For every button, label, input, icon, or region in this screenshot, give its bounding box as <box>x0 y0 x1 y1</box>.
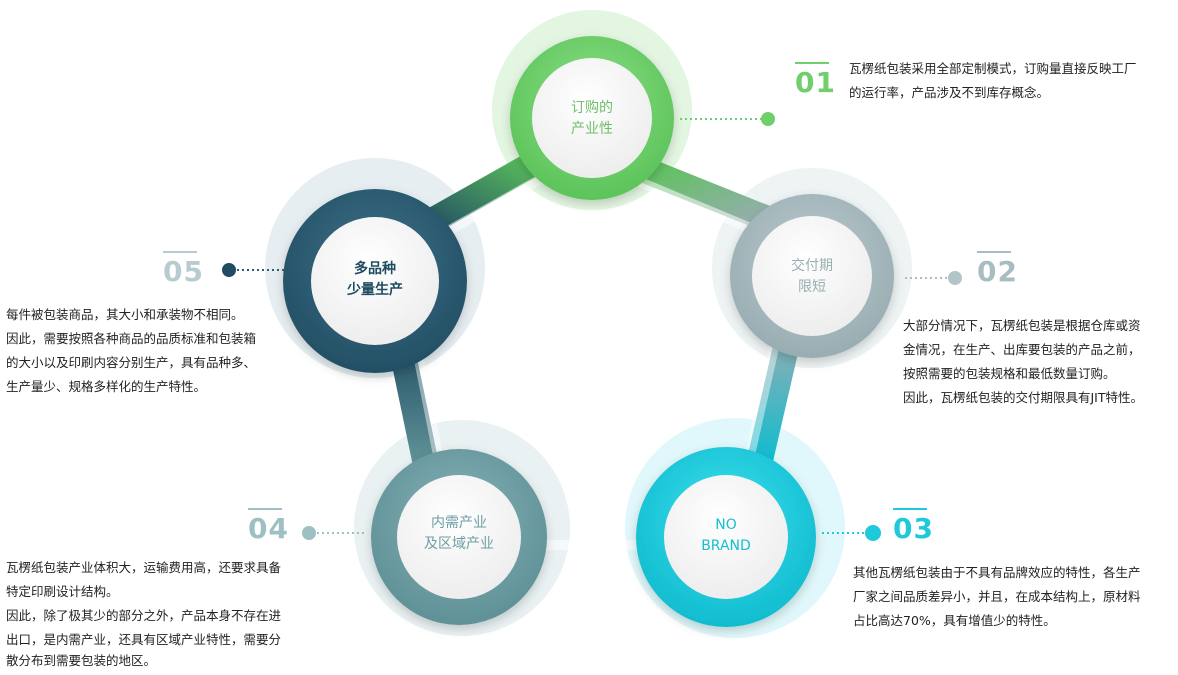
leader-dot-01 <box>761 112 775 126</box>
node-label-05-line1: 多品种 <box>354 261 396 277</box>
leader-dot-04 <box>302 526 316 540</box>
connector-highlight-01-02 <box>635 177 765 237</box>
node-label-03-line2: BRAND <box>701 538 751 554</box>
step-number-04: 04 <box>248 508 288 544</box>
step-number-05: 05 <box>163 251 203 287</box>
node-label-04-line1: 内需产业 <box>431 515 487 531</box>
step-desc-04-line: 特定印刷设计结构。 <box>6 584 119 599</box>
step-number-02-text: 02 <box>977 255 1018 288</box>
leaders <box>232 118 952 534</box>
node-05 <box>283 189 467 373</box>
step-number-05-text: 05 <box>163 255 204 288</box>
step-desc-02-line: 按照需要的包装规格和最低数量订购。 <box>903 366 1116 381</box>
step-desc-05: 每件被包装商品，其大小和承装物不相同。 因此，需要按照各种商品的品质标准和包装箱… <box>6 303 256 399</box>
node-02 <box>730 194 894 358</box>
node-label-01-line1: 订购的 <box>571 100 613 116</box>
step-number-02: 02 <box>977 251 1017 287</box>
step-desc-04-line: 因此，除了极其少的部分之外，产品本身不存在进 <box>6 608 282 623</box>
step-number-03-text: 03 <box>893 512 934 545</box>
node-label-04: 内需产业 及区域产业 <box>394 513 524 555</box>
step-desc-02-line: 大部分情况下，瓦楞纸包装是根据仓库或资 <box>903 318 1141 333</box>
step-desc-04: 瓦楞纸包装产业体积大，运输费用高，还要求具备 特定印刷设计结构。 因此，除了极其… <box>6 556 281 670</box>
step-number-03: 03 <box>893 508 933 544</box>
step-desc-04-line: 出口，是内需产业，还具有区域产业特性，需要分 <box>6 632 282 647</box>
leader-dot-02 <box>948 271 962 285</box>
step-number-05-bar <box>163 251 197 253</box>
step-desc-03-line: 占比高达70%，具有增值少的特性。 <box>853 613 1056 628</box>
node-label-03: NO BRAND <box>661 515 791 557</box>
step-desc-05-line: 的大小以及印刷内容分别生产，具有品种多、 <box>6 355 257 370</box>
connector-highlight-02-03 <box>745 325 783 460</box>
leader-dot-05 <box>222 263 236 277</box>
step-desc-04-line: 散分布到需要包装的地区。 <box>6 653 157 668</box>
node-label-02: 交付期 限短 <box>747 256 877 298</box>
step-desc-02: 大部分情况下，瓦楞纸包装是根据仓库或资 金情况，在生产、出库要包装的产品之前， … <box>903 314 1143 410</box>
node-01 <box>510 36 674 200</box>
node-label-01-line2: 产业性 <box>571 121 613 137</box>
leader-dot-03 <box>865 525 881 541</box>
node-label-03-line1: NO <box>715 517 737 533</box>
step-number-01-text: 01 <box>795 66 836 99</box>
step-desc-03-line: 厂家之间品质差异小，并且，在成本结构上，原材料 <box>853 589 1141 604</box>
connector-highlight-05-01 <box>427 170 553 245</box>
node-03 <box>636 447 816 627</box>
node-label-01: 订购的 产业性 <box>527 98 657 140</box>
step-desc-01: 瓦楞纸包装采用全部定制模式，订购量直接反映工厂 的运行率，产品涉及不到库存概念。 <box>849 57 1137 105</box>
step-number-03-bar <box>893 508 927 510</box>
node-label-02-line1: 交付期 <box>791 258 833 274</box>
step-number-02-bar <box>977 251 1011 253</box>
step-number-01-bar <box>795 62 829 64</box>
node-label-05: 多品种 少量生产 <box>310 259 440 301</box>
step-desc-01-line: 瓦楞纸包装采用全部定制模式，订购量直接反映工厂 <box>849 61 1137 76</box>
node-label-02-line2: 限短 <box>798 279 826 295</box>
step-number-04-bar <box>248 508 282 510</box>
step-number-04-text: 04 <box>248 512 289 545</box>
connector-05-01 <box>412 147 553 238</box>
step-number-01: 01 <box>795 62 835 98</box>
step-desc-05-line: 因此，需要按照各种商品的品质标准和包装箱 <box>6 331 257 346</box>
connector-01-02 <box>627 155 783 233</box>
node-label-05-line2: 少量生产 <box>347 282 403 298</box>
step-desc-01-line: 的运行率，产品涉及不到库存概念。 <box>849 85 1050 100</box>
connector-bands <box>387 147 803 550</box>
step-desc-05-line: 生产量少、规格多样化的生产特性。 <box>6 379 207 394</box>
leader-dots <box>222 112 962 541</box>
step-desc-04-line: 瓦楞纸包装产业体积大，运输费用高，还要求具备 <box>6 560 282 575</box>
node-04 <box>371 449 547 625</box>
node-label-04-line2: 及区域产业 <box>424 536 494 552</box>
step-desc-05-line: 每件被包装商品，其大小和承装物不相同。 <box>6 307 244 322</box>
step-desc-02-line: 金情况，在生产、出库要包装的产品之前， <box>903 342 1141 357</box>
step-desc-03: 其他瓦楞纸包装由于不具有品牌效应的特性，各生产 厂家之间品质差异小，并且，在成本… <box>853 561 1141 633</box>
step-desc-03-line: 其他瓦楞纸包装由于不具有品牌效应的特性，各生产 <box>853 565 1141 580</box>
step-desc-02-line: 因此，瓦楞纸包装的交付期限具有JIT特性。 <box>903 390 1144 405</box>
